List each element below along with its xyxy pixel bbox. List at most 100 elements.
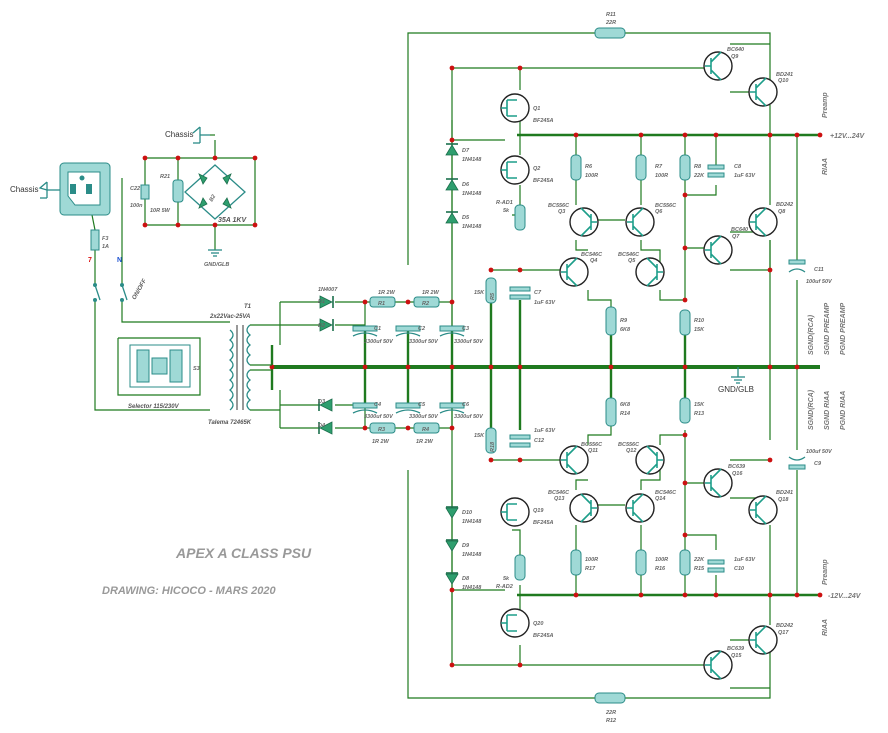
rectifier-diode-type: 1N4007 bbox=[318, 287, 338, 293]
zener-type: 1N4148 bbox=[462, 157, 482, 163]
small-capacitors bbox=[509, 164, 806, 573]
rad2-value: 5k bbox=[503, 576, 510, 582]
r11-name: R11 bbox=[606, 12, 616, 18]
r7-name: R7 bbox=[655, 164, 663, 170]
q10-name: Q10 bbox=[778, 78, 788, 84]
chassis-label: Chassis bbox=[165, 130, 193, 139]
labels: Chassis Chassis F3 1A 7 N ON/OFF C22 100… bbox=[10, 12, 866, 724]
diode-d3: D3 bbox=[318, 399, 325, 405]
q3-name: Q3 bbox=[558, 209, 565, 215]
cap-value: 3300uf 50V bbox=[364, 414, 394, 420]
ground-icon bbox=[731, 367, 745, 384]
q4-type: BC546C bbox=[581, 252, 603, 258]
snubber-res-name: R21 bbox=[160, 174, 170, 180]
neutral-marker: N bbox=[117, 257, 122, 264]
q19-name: Q19 bbox=[533, 508, 544, 514]
snubber-cap-value: 100n bbox=[130, 203, 143, 209]
cap-c4: C4 bbox=[374, 402, 381, 408]
cap-value: 3300uf 50V bbox=[454, 339, 484, 345]
resistor-r4: R4 bbox=[422, 427, 429, 433]
r16-value: 100R bbox=[655, 557, 668, 563]
snubber-capacitor bbox=[140, 184, 150, 200]
zener-d9: D9 bbox=[462, 543, 470, 549]
fuse-value: 1A bbox=[102, 244, 109, 250]
q20-name: Q20 bbox=[533, 621, 543, 627]
positive-rail-label: +12V...24V bbox=[830, 133, 866, 140]
rectifier-resistors bbox=[369, 296, 440, 434]
bulk-capacitors bbox=[352, 325, 465, 414]
q11-name: Q11 bbox=[588, 448, 598, 454]
c7-value: 1uF 63V bbox=[534, 300, 556, 306]
r11-value: 22R bbox=[605, 20, 616, 26]
cap-c6: C6 bbox=[462, 402, 470, 408]
c12-value: 1uF 63V bbox=[534, 428, 556, 434]
resistor-value: 1R 2W bbox=[422, 290, 440, 296]
r8-name: R8 bbox=[694, 164, 702, 170]
preamp-label: Preamp bbox=[822, 559, 829, 585]
ground-label: SGND(RCA) bbox=[808, 314, 815, 355]
cap-c3: C3 bbox=[462, 326, 469, 332]
r17-name: R17 bbox=[585, 566, 596, 572]
q12-name: Q12 bbox=[626, 448, 636, 454]
q11-type: BC556C bbox=[581, 442, 603, 448]
riaa-label: RIAA bbox=[822, 158, 829, 175]
zener-type: 1N4148 bbox=[462, 191, 482, 197]
r13-value: 15K bbox=[694, 402, 705, 408]
transformer-rating: 2x22Vac-25VA bbox=[209, 314, 250, 320]
snubber-cap-name: C22 bbox=[130, 186, 140, 192]
cap-value: 3300uf 50V bbox=[409, 339, 439, 345]
q5-type: BC546C bbox=[618, 252, 640, 258]
schematic-title: APEX A CLASS PSU bbox=[175, 545, 312, 561]
q14-name: Q14 bbox=[655, 496, 665, 502]
drawing-credit: DRAWING: HICOCO - MARS 2020 bbox=[102, 585, 276, 597]
transformer-model: Talema 72465K bbox=[208, 420, 252, 426]
r5-value: 15K bbox=[474, 290, 485, 296]
zener-type: 1N4148 bbox=[462, 552, 482, 558]
q3-type: BC556C bbox=[548, 203, 570, 209]
q4-name: Q4 bbox=[590, 258, 597, 264]
r18-value: 15K bbox=[474, 433, 485, 439]
q13-name: Q13 bbox=[554, 496, 564, 502]
rad1-name: R-AD1 bbox=[496, 200, 513, 206]
r8-value: 22K bbox=[693, 173, 705, 179]
cap-c5: C5 bbox=[418, 402, 426, 408]
r15-name: R15 bbox=[694, 566, 705, 572]
r9-value: 6K8 bbox=[620, 327, 631, 333]
signal-resistors bbox=[485, 154, 691, 581]
q16-name: Q16 bbox=[732, 471, 743, 477]
cap-value: 3300uf 50V bbox=[364, 339, 394, 345]
resistor-value: 1R 2W bbox=[378, 290, 396, 296]
transformer bbox=[228, 324, 280, 411]
voltage-selector bbox=[129, 344, 191, 388]
ground-label: SGND RIAA bbox=[824, 391, 831, 430]
snubber-resistor bbox=[172, 179, 184, 203]
resistor-r1: R1 bbox=[378, 301, 385, 307]
zener-d5: D5 bbox=[462, 215, 470, 221]
q9-type: BC640 bbox=[727, 47, 744, 53]
bridge-rating: 35A 1KV bbox=[218, 217, 247, 224]
cap-value: 3300uf 50V bbox=[409, 414, 439, 420]
q18-name: Q18 bbox=[778, 497, 789, 503]
ground-label: SGND PREAMP bbox=[824, 303, 831, 355]
cap-value: 3300uf 50V bbox=[454, 414, 484, 420]
q1-type: BF245A bbox=[533, 118, 554, 124]
q5-name: Q5 bbox=[628, 258, 636, 264]
diode-d4: D4 bbox=[318, 423, 325, 429]
q18-type: BD241 bbox=[776, 490, 793, 496]
q17-type: BD242 bbox=[776, 623, 793, 629]
r10-value: 15K bbox=[694, 327, 705, 333]
fuse-name: F3 bbox=[102, 236, 108, 242]
diode-d2: D2 bbox=[318, 323, 325, 329]
zener-d8: D8 bbox=[462, 576, 470, 582]
q7-type: BC640 bbox=[731, 227, 748, 233]
q14-type: BC546C bbox=[655, 490, 677, 496]
transformer-name: T1 bbox=[244, 304, 252, 310]
q2-name: Q2 bbox=[533, 166, 540, 172]
r6-name: R6 bbox=[585, 164, 593, 170]
q16-type: BC639 bbox=[728, 464, 746, 470]
resistor-r2: R2 bbox=[422, 301, 429, 307]
chassis-ground-icon bbox=[192, 126, 210, 144]
chassis-label: Chassis bbox=[10, 185, 38, 194]
r12-value: 22R bbox=[605, 710, 616, 716]
diode-d1: D1 bbox=[318, 299, 325, 305]
